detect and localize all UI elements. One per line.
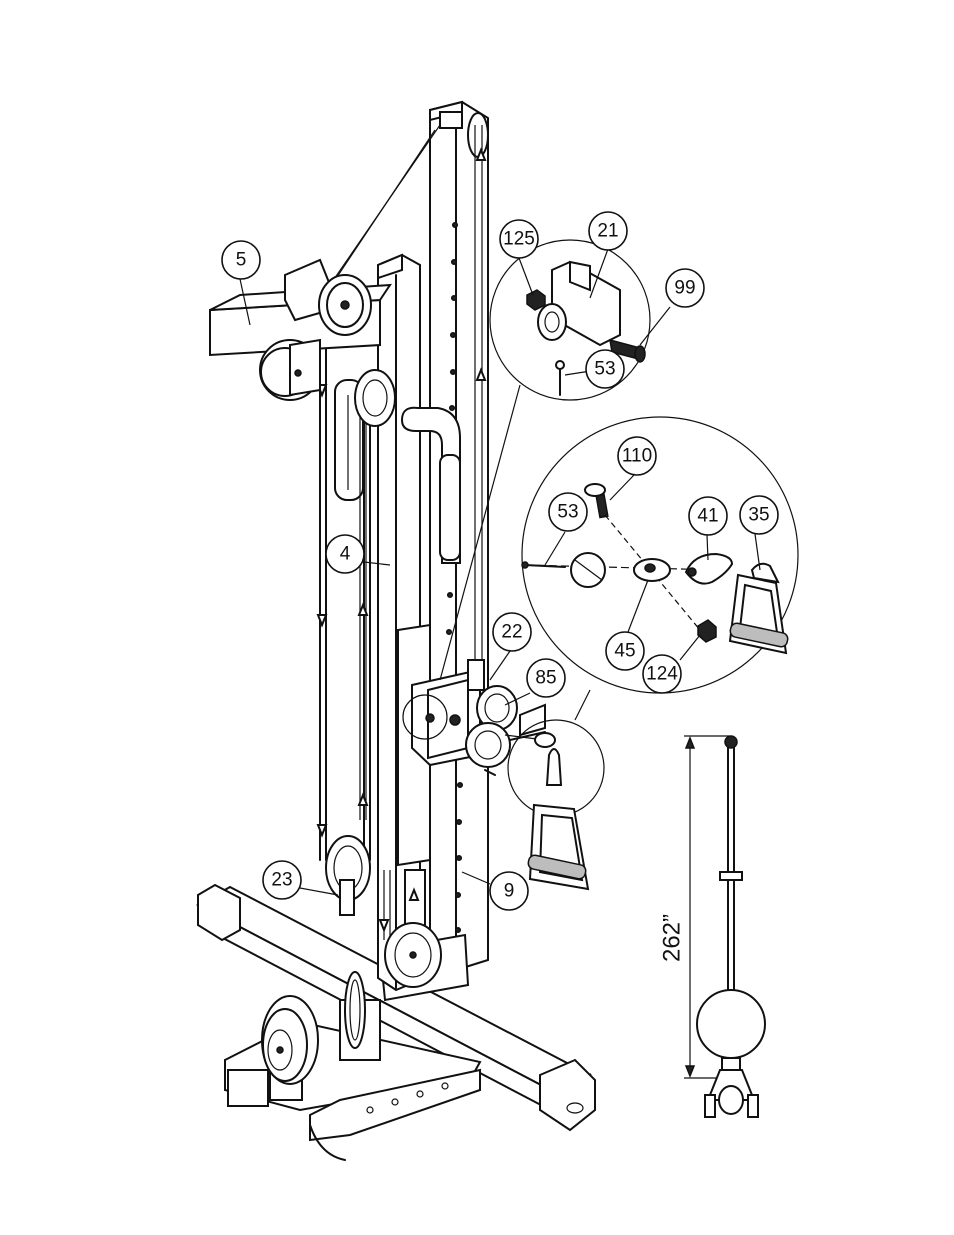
svg-text:110: 110	[622, 446, 652, 467]
svg-text:41: 41	[697, 506, 718, 527]
svg-text:9: 9	[504, 881, 515, 902]
inner-upright	[364, 255, 430, 990]
svg-text:22: 22	[501, 622, 522, 643]
callout-5: 5	[222, 241, 260, 279]
callout-22: 22	[493, 613, 531, 651]
callout-124: 124	[643, 655, 681, 693]
callout-110: 110	[618, 437, 656, 475]
callout-99: 99	[666, 269, 704, 307]
callout-45: 45	[606, 632, 644, 670]
svg-text:5: 5	[236, 250, 247, 271]
svg-text:35: 35	[748, 505, 769, 526]
callout-23: 23	[263, 861, 301, 899]
svg-text:21: 21	[597, 221, 618, 242]
svg-text:85: 85	[535, 668, 556, 689]
svg-text:45: 45	[614, 641, 635, 662]
svg-text:23: 23	[271, 870, 292, 891]
callout-35: 35	[740, 496, 778, 534]
callout-9: 9	[490, 872, 528, 910]
callout-53-middle: 53	[549, 493, 587, 531]
svg-text:53: 53	[594, 359, 615, 380]
callout-41: 41	[689, 497, 727, 535]
cable-length-label: 262”	[659, 914, 686, 962]
svg-text:124: 124	[646, 664, 678, 685]
svg-text:4: 4	[340, 544, 351, 565]
weight-rail	[320, 340, 363, 860]
svg-text:53: 53	[557, 502, 578, 523]
callout-53-top: 53	[586, 350, 624, 388]
callout-125: 125	[500, 220, 538, 258]
callout-4: 4	[326, 535, 364, 573]
svg-text:99: 99	[674, 278, 695, 299]
detail-circle-handle	[508, 720, 604, 889]
cable-length-diagram: 262”	[659, 736, 766, 1117]
callout-85: 85	[527, 659, 565, 697]
svg-text:125: 125	[503, 229, 535, 250]
callout-21: 21	[589, 212, 627, 250]
